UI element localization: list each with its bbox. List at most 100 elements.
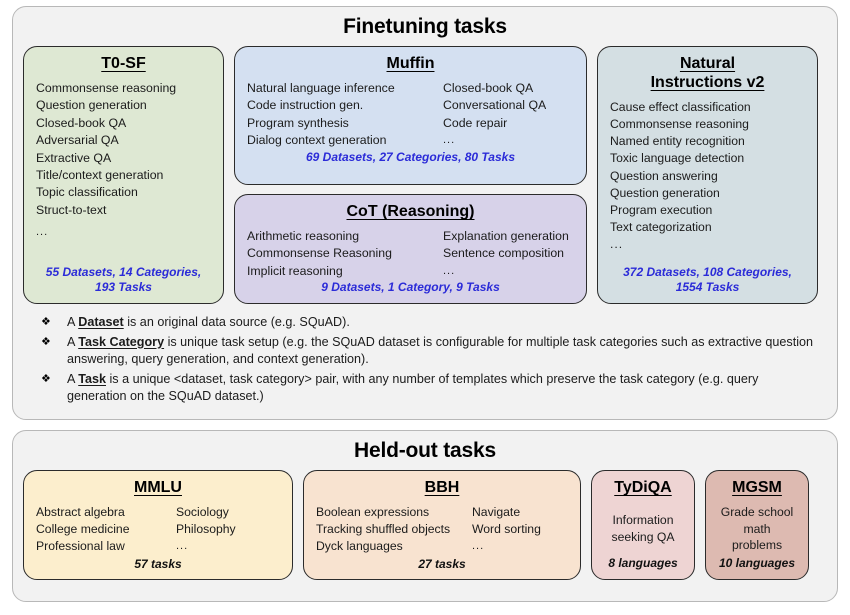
list-item: Commonsense reasoning	[610, 116, 749, 131]
list-item-ellipsis: ...	[36, 226, 49, 239]
card-t0sf[interactable]: T0-SF Commonsense reasoning Question gen…	[23, 46, 224, 304]
card-mgsm[interactable]: MGSM Grade school math problems 10 langu…	[705, 470, 809, 580]
list-item: Tracking shuffled objects	[316, 521, 451, 536]
list-item: Dialog context generation	[247, 133, 387, 148]
card-natural-instructions-v2[interactable]: Natural Instructions v2 Cause effect cla…	[597, 46, 818, 304]
card-bbh-title: BBH	[424, 479, 460, 496]
list-item: Boolean expressions	[316, 504, 430, 519]
card-t0sf-stat-line1: 55 Datasets, 14 Categories,	[45, 265, 202, 279]
card-niv2-title: Natural Instructions v2	[610, 55, 805, 93]
list-item: Code repair	[443, 115, 508, 130]
card-mmlu-title: MMLU	[134, 479, 182, 496]
card-cot-title: CoT (Reasoning)	[346, 203, 475, 220]
list-item: Sociology	[176, 504, 229, 519]
list-item: Text categorization	[610, 220, 712, 235]
list-item: Dyck languages	[316, 538, 403, 553]
list-item: Named entity recognition	[610, 134, 745, 149]
card-muffin-items-col-b: Closed-book QA Conversational QA Code re…	[443, 80, 546, 150]
note-pre: A	[67, 371, 79, 386]
list-item: Question generation	[610, 185, 720, 200]
list-item: Topic classification	[36, 185, 138, 200]
note-pre: A	[67, 315, 79, 329]
card-mmlu-items-col-b: Sociology Philosophy ...	[176, 504, 236, 555]
card-bbh-stat: 27 tasks	[418, 556, 466, 571]
note-dataset-text: A Dataset is an original data source (e.…	[67, 314, 813, 332]
list-item: Professional law	[36, 538, 125, 553]
list-item-ellipsis: ...	[176, 539, 189, 552]
muffin-cot-column: Muffin Natural language inference Code i…	[234, 46, 587, 304]
list-item: College medicine	[36, 521, 130, 536]
card-niv2-stat-line1: 372 Datasets, 108 Categories,	[623, 265, 792, 279]
card-bbh-items-col-a: Boolean expressions Tracking shuffled ob…	[316, 504, 472, 555]
card-bbh-items-col-b: Navigate Word sorting ...	[472, 504, 541, 555]
heldout-section-title: Held-out tasks	[354, 439, 496, 462]
card-muffin-stat: 69 Datasets, 27 Categories, 80 Tasks	[305, 149, 515, 164]
heldout-cards-row: MMLU Abstract algebra College medicine P…	[23, 470, 827, 580]
note-task-text: A Task is a unique <dataset, task catego…	[67, 371, 813, 406]
card-tydiqa-body-line1: Information	[612, 513, 674, 528]
note-task: ❖ A Task is a unique <dataset, task cate…	[41, 371, 813, 406]
card-niv2-stat: 372 Datasets, 108 Categories, 1554 Tasks	[610, 265, 805, 295]
list-item: Program synthesis	[247, 115, 349, 130]
card-t0sf-stat-line2: 193 Tasks	[95, 280, 152, 294]
list-item: Philosophy	[176, 521, 236, 536]
finetuning-tasks-section: Finetuning tasks T0-SF Commonsense reaso…	[12, 6, 838, 420]
card-mgsm-stat: 10 languages	[718, 556, 796, 570]
note-dataset: ❖ A Dataset is an original data source (…	[41, 314, 813, 332]
card-mgsm-body-line1: Grade school	[720, 505, 794, 520]
list-item-ellipsis: ...	[443, 264, 456, 277]
list-item: Natural language inference	[247, 80, 395, 95]
card-cot-items: Arithmetic reasoning Commonsense Reasoni…	[247, 228, 574, 280]
note-post: is unique task setup (e.g. the SQuAD dat…	[67, 334, 814, 367]
list-item: Question answering	[610, 168, 718, 183]
t0sf-column: T0-SF Commonsense reasoning Question gen…	[23, 46, 224, 304]
note-term: Task	[78, 371, 106, 386]
card-bbh-items: Boolean expressions Tracking shuffled ob…	[316, 504, 568, 555]
card-mgsm-body-line2: math problems	[731, 521, 783, 553]
diamond-bullet-icon: ❖	[41, 372, 51, 385]
card-mmlu-stat: 57 tasks	[134, 556, 182, 571]
definitions-notes: ❖ A Dataset is an original data source (…	[23, 314, 827, 406]
card-mmlu[interactable]: MMLU Abstract algebra College medicine P…	[23, 470, 293, 580]
card-cot-items-col-b: Explanation generation Sentence composit…	[443, 228, 569, 280]
card-niv2-title-line1: Natural	[679, 55, 736, 72]
list-item: Question generation	[36, 98, 147, 113]
card-mmlu-items: Abstract algebra College medicine Profes…	[36, 504, 280, 555]
niv2-column: Natural Instructions v2 Cause effect cla…	[597, 46, 818, 304]
list-item-ellipsis: ...	[443, 134, 456, 147]
list-item: Struct-to-text	[36, 202, 107, 217]
card-t0sf-stat: 55 Datasets, 14 Categories, 193 Tasks	[36, 265, 211, 295]
note-post: is an original data source (e.g. SQuAD).	[123, 315, 350, 329]
card-mmlu-items-col-a: Abstract algebra College medicine Profes…	[36, 504, 176, 555]
held-out-tasks-section: Held-out tasks MMLU Abstract algebra Col…	[12, 430, 838, 602]
list-item: Explanation generation	[443, 228, 569, 243]
card-mgsm-body: Grade school math problems	[718, 504, 796, 554]
card-muffin-items-col-a: Natural language inference Code instruct…	[247, 80, 443, 150]
card-cot[interactable]: CoT (Reasoning) Arithmetic reasoning Com…	[234, 194, 587, 304]
list-item-ellipsis: ...	[610, 237, 624, 252]
card-muffin-title: Muffin	[386, 55, 435, 72]
card-bbh[interactable]: BBH Boolean expressions Tracking shuffle…	[303, 470, 581, 580]
card-muffin[interactable]: Muffin Natural language inference Code i…	[234, 46, 587, 185]
card-t0sf-items: Commonsense reasoning Question generatio…	[36, 80, 211, 265]
finetuning-section-title: Finetuning tasks	[343, 15, 507, 38]
list-item: Closed-book QA	[36, 115, 127, 130]
note-post: is a unique <dataset, task category> pai…	[67, 371, 759, 404]
list-item: Implicit reasoning	[247, 263, 343, 278]
card-tydiqa-body-line2: seeking QA	[611, 529, 675, 544]
list-item: Conversational QA	[443, 98, 547, 113]
note-term: Dataset	[78, 315, 124, 329]
note-pre: A	[67, 334, 79, 349]
card-niv2-title-line2: Instructions v2	[650, 73, 765, 91]
list-item: Sentence composition	[443, 246, 564, 261]
card-cot-stat: 9 Datasets, 1 Category, 9 Tasks	[321, 280, 500, 295]
card-tydiqa[interactable]: TyDiQA Information seeking QA 8 language…	[591, 470, 695, 580]
finetuning-cards-row: T0-SF Commonsense reasoning Question gen…	[23, 46, 827, 304]
card-t0sf-title: T0-SF	[101, 55, 146, 72]
note-task-category-text: A Task Category is unique task setup (e.…	[67, 334, 813, 369]
list-item: Extractive QA	[36, 150, 112, 165]
diamond-bullet-icon: ❖	[41, 335, 51, 348]
list-item: Adversarial QA	[36, 133, 119, 148]
list-item: Arithmetic reasoning	[247, 228, 360, 243]
